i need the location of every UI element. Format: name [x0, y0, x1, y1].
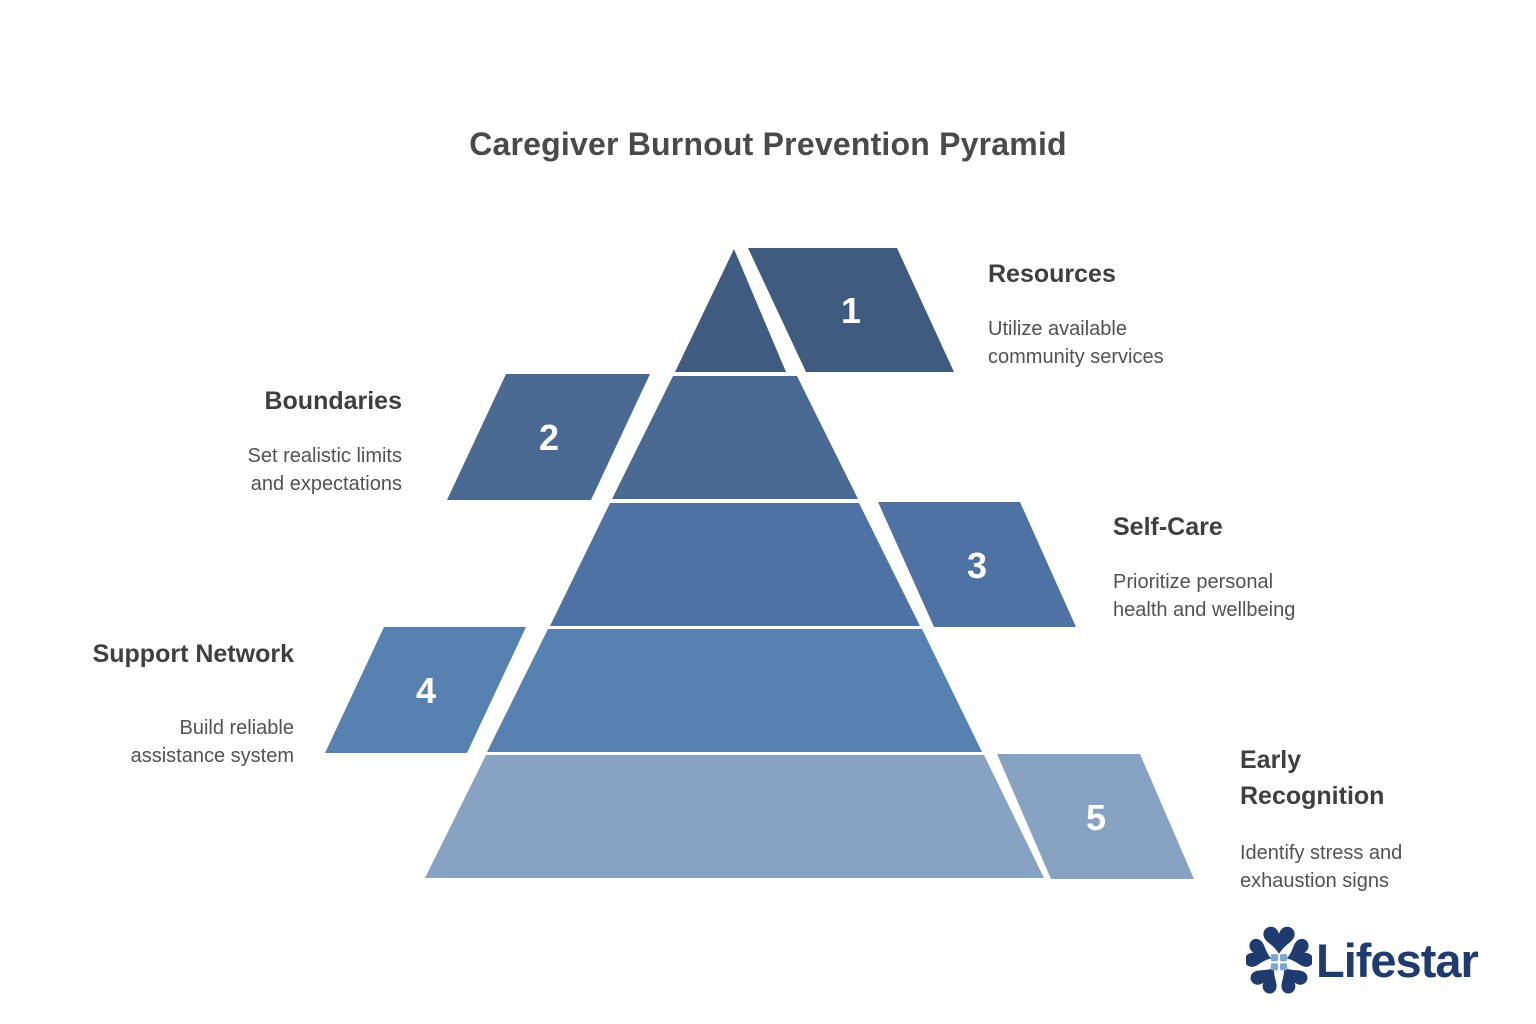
pyramid-band-3 [550, 503, 920, 626]
tab-number-1: 1 [841, 290, 861, 331]
window-icon [1270, 954, 1288, 971]
tab-number-3: 3 [967, 545, 987, 586]
brand-logo-text: Lifestar [1316, 934, 1479, 987]
pyramid-tab-2 [447, 374, 650, 500]
label-early-recognition-desc: Identify stress and exhaustion signs [1240, 842, 1403, 892]
label-self-care: Self-Care Prioritize personal health and… [1113, 509, 1363, 624]
label-support-network-desc: Build reliable assistance system [130, 717, 294, 767]
label-boundaries-title: Boundaries [264, 387, 402, 415]
tab-number-4: 4 [416, 670, 436, 711]
pyramid-tab-4 [325, 627, 526, 753]
label-boundaries: Boundaries Set realistic limits and expe… [142, 383, 402, 498]
label-self-care-title: Self-Care [1113, 513, 1223, 541]
brand-logo: Lifestar [1246, 924, 1479, 998]
tab-number-5: 5 [1086, 797, 1106, 838]
label-boundaries-desc: Set realistic limits and expectations [247, 445, 402, 495]
label-support-network-title: Support Network [92, 640, 294, 668]
tab-number-2: 2 [539, 417, 559, 458]
pyramid-tab-3 [878, 502, 1076, 627]
pyramid-band-5 [425, 755, 1044, 878]
pyramid-band-4 [487, 629, 982, 752]
label-resources-title: Resources [988, 260, 1116, 288]
label-early-recognition: Early Recognition Identify stress and ex… [1240, 742, 1435, 895]
label-early-recognition-title: Early Recognition [1240, 746, 1385, 810]
pyramid-band-2 [612, 376, 858, 499]
label-self-care-desc: Prioritize personal health and wellbeing [1113, 571, 1296, 621]
label-support-network: Support Network Build reliable assistanc… [34, 636, 294, 770]
pyramid-tab-1 [748, 248, 954, 372]
label-resources-desc: Utilize available community services [988, 318, 1164, 368]
pyramid-tab-5 [997, 754, 1194, 879]
label-resources: Resources Utilize available community se… [988, 256, 1238, 371]
lifestar-flower-icon [1246, 926, 1312, 994]
page-title: Caregiver Burnout Prevention Pyramid [469, 126, 1067, 162]
pyramid-band-1 [675, 249, 786, 372]
